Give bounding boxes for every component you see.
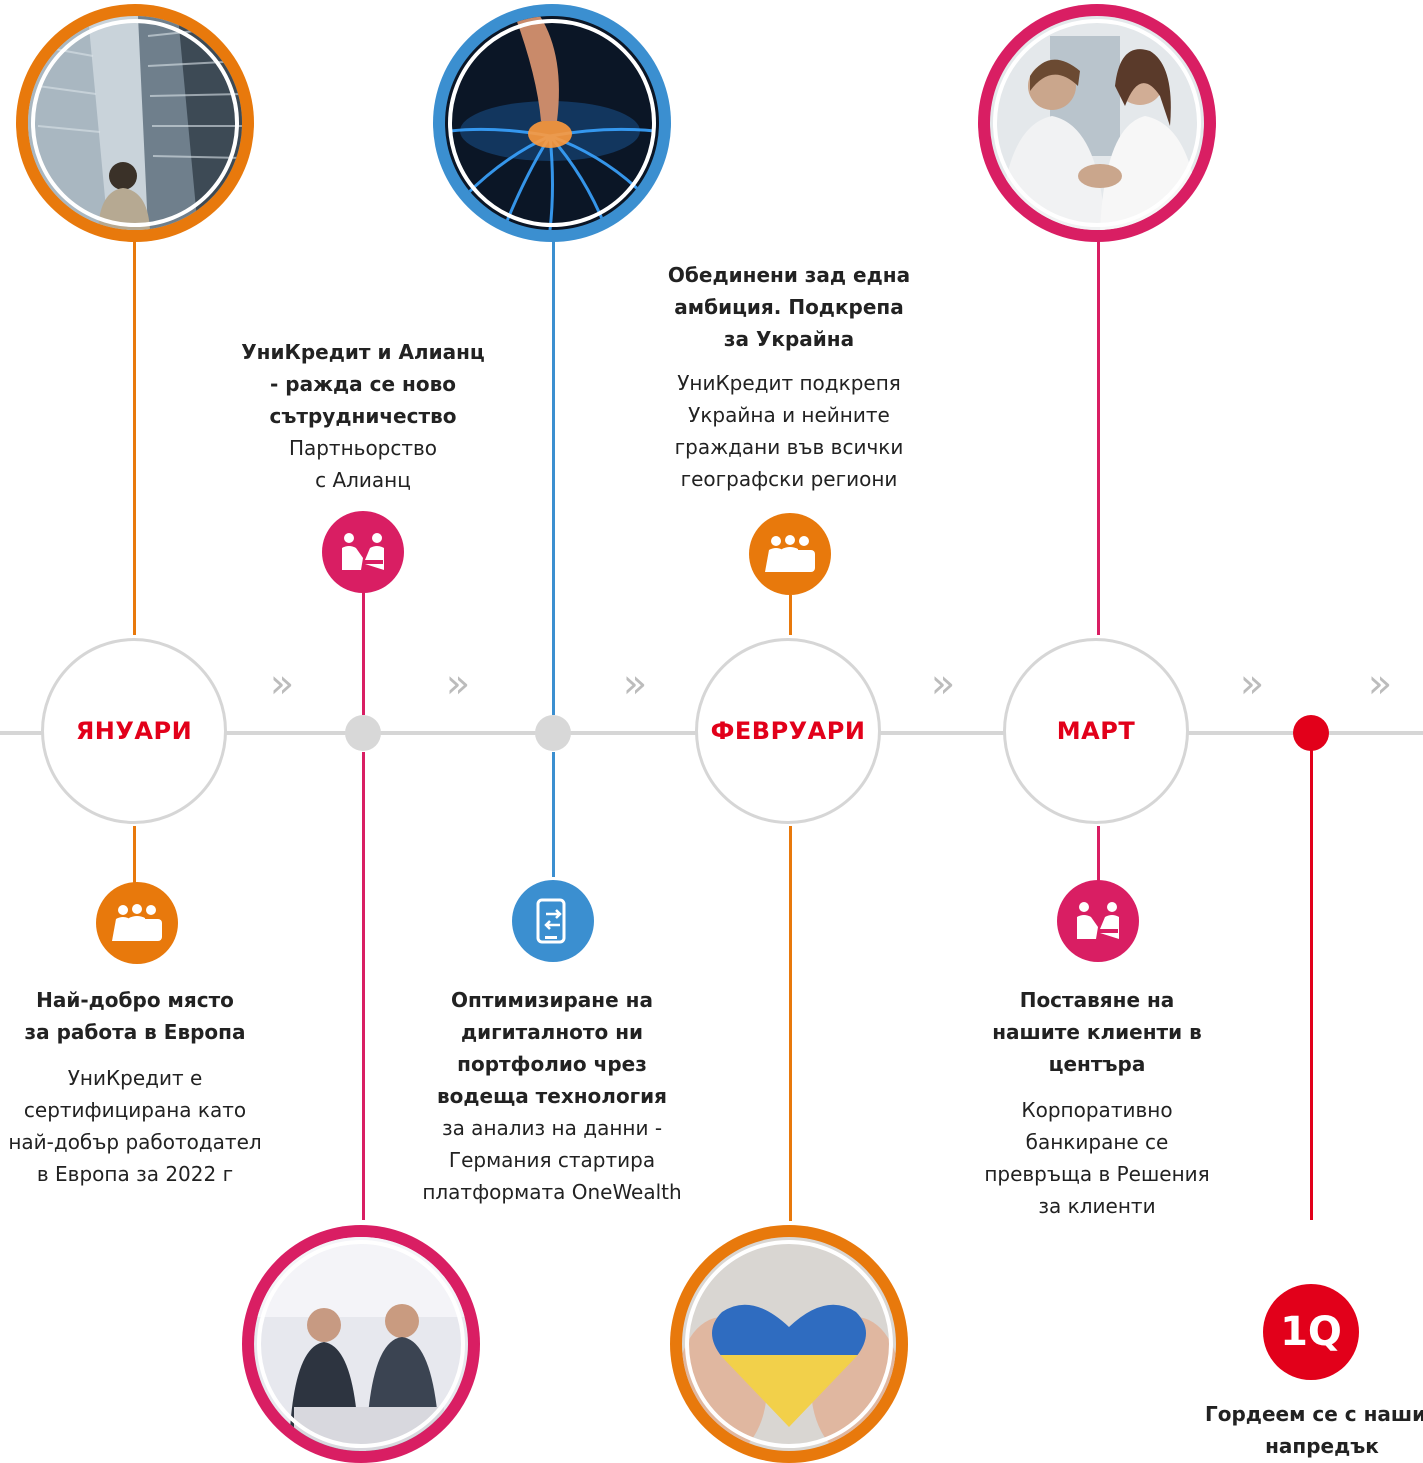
event-title: УниКредит и Алианц - ражда се ново сътру… — [241, 340, 485, 428]
connector-march-bottom — [1097, 826, 1100, 894]
event-body: за анализ на данни - Германия стартира п… — [422, 1116, 682, 1204]
month-january: ЯНУАРИ — [41, 638, 227, 824]
event-clients: Поставяне на нашите клиенти в центъра Ко… — [965, 984, 1229, 1222]
chevron-right-icon: » — [1239, 661, 1265, 707]
timeline-dot — [535, 715, 571, 751]
event-ukraine: Обединени зад една амбиция. Подкрепа за … — [652, 259, 926, 495]
connector-allianz-bottom — [362, 752, 365, 1220]
event-title: Поставяне на нашите клиенти в центъра — [992, 988, 1202, 1076]
event-body: Корпоративно банкиране се превръща в Реш… — [984, 1098, 1210, 1218]
photo-handshake — [978, 4, 1216, 242]
event-body: УниКредит е сертифицирана като най-добър… — [8, 1066, 262, 1186]
month-label: МАРТ — [1056, 717, 1136, 745]
mobile-transfer-icon — [512, 880, 594, 962]
timeline-dot-1q — [1293, 715, 1329, 751]
quarter-caption: Гордеем се с нашия напредък — [1192, 1398, 1423, 1462]
connector-march-top — [1097, 240, 1100, 635]
event-digital: Оптимизиране на дигиталното ни портфолио… — [407, 984, 697, 1208]
people-group-icon — [749, 513, 831, 595]
event-title: Най-добро място за работа в Европа — [24, 988, 246, 1044]
connector-january-bottom — [133, 826, 136, 894]
quarter-badge: 1Q — [1263, 1284, 1359, 1380]
month-label: ЯНУАРИ — [75, 717, 193, 745]
connector-digital-top — [552, 240, 555, 715]
timeline-dot — [345, 715, 381, 751]
event-body: УниКредит подкрепя Украйна и нейните гра… — [674, 371, 904, 491]
photo-skyscraper — [16, 4, 254, 242]
chevron-right-icon: » — [445, 661, 471, 707]
handshake-icon — [322, 511, 404, 593]
chevron-right-icon: » — [1367, 661, 1393, 707]
month-label: ФЕВРУАРИ — [710, 717, 866, 745]
event-allianz: УниКредит и Алианц - ражда се ново сътру… — [225, 336, 501, 496]
photo-ukraine-heart — [670, 1225, 908, 1463]
quarter-title: Гордеем се с нашия напредък — [1204, 1402, 1423, 1458]
connector-january-top — [133, 240, 136, 635]
event-title: Оптимизиране на дигиталното ни портфолио… — [437, 988, 667, 1108]
month-february: ФЕВРУАРИ — [695, 638, 881, 824]
people-group-icon — [96, 882, 178, 964]
chevron-right-icon: » — [930, 661, 956, 707]
connector-1q-bottom — [1310, 748, 1313, 1220]
event-title: Обединени зад една амбиция. Подкрепа за … — [667, 263, 911, 351]
connector-digital-bottom — [552, 752, 555, 877]
event-best-workplace: Най-добро място за работа в Европа УниКр… — [4, 984, 266, 1190]
chevron-right-icon: » — [269, 661, 295, 707]
month-march: МАРТ — [1003, 638, 1189, 824]
handshake-icon — [1057, 880, 1139, 962]
connector-allianz-top — [362, 590, 365, 715]
chevron-right-icon: » — [622, 661, 648, 707]
photo-stage-interview — [242, 1225, 480, 1463]
connector-february-bottom — [789, 826, 792, 1221]
connector-february-top — [789, 595, 792, 635]
event-body: Партньорство с Алианц — [288, 436, 438, 492]
photo-technology — [433, 4, 671, 242]
